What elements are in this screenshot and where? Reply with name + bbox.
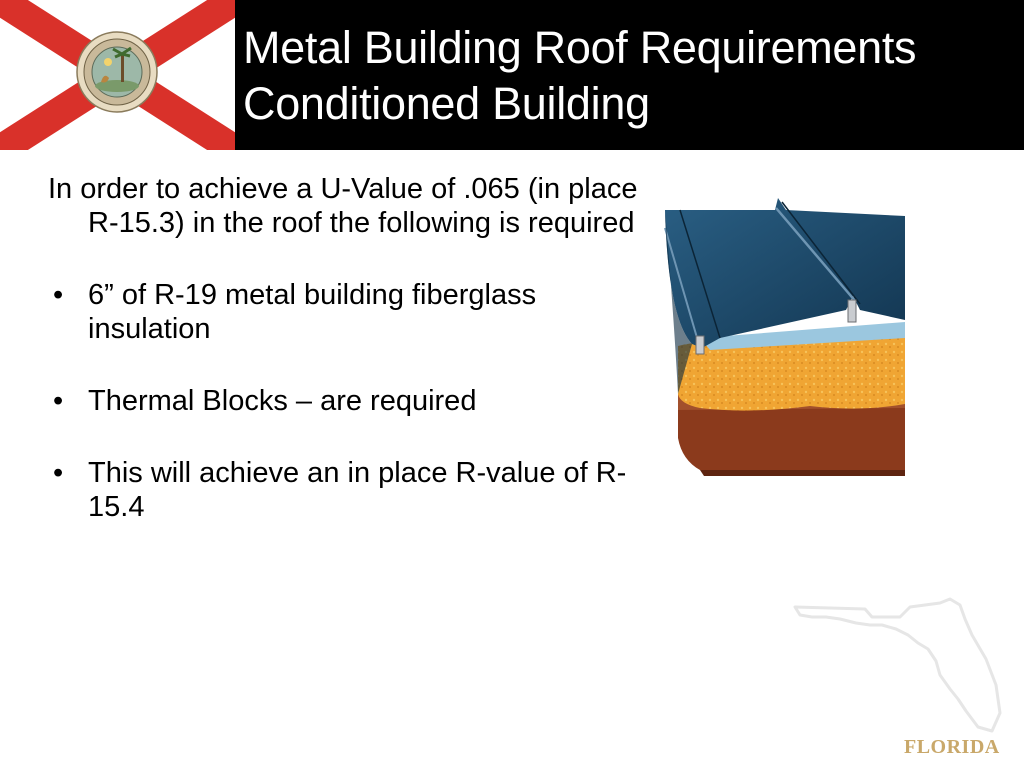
bullet-item: • Thermal Blocks – are required	[48, 384, 648, 418]
slide-body: In order to achieve a U-Value of .065 (i…	[48, 172, 648, 562]
florida-map-outline-icon	[790, 595, 1005, 735]
bullet-marker: •	[53, 279, 64, 311]
bullet-item: • 6” of R-19 metal building fiberglass i…	[48, 278, 648, 346]
bullet-item: • This will achieve an in place R-value …	[48, 456, 648, 524]
bullet-text: Thermal Blocks – are required	[88, 385, 477, 417]
florida-flag-icon	[0, 0, 235, 150]
bullet-text: This will achieve an in place R-value of…	[88, 457, 627, 523]
florida-logo-text: FLORIDA	[904, 736, 1000, 758]
bullet-marker: •	[53, 457, 64, 489]
intro-paragraph: In order to achieve a U-Value of .065 (i…	[48, 173, 638, 239]
slide-title: Metal Building Roof Requirements Conditi…	[243, 20, 917, 132]
title-line-2: Conditioned Building	[243, 78, 650, 129]
bullet-marker: •	[53, 385, 64, 417]
title-line-1: Metal Building Roof Requirements	[243, 22, 917, 73]
roof-cross-section-illustration	[660, 198, 910, 478]
bullet-text: 6” of R-19 metal building fiberglass ins…	[88, 279, 537, 345]
